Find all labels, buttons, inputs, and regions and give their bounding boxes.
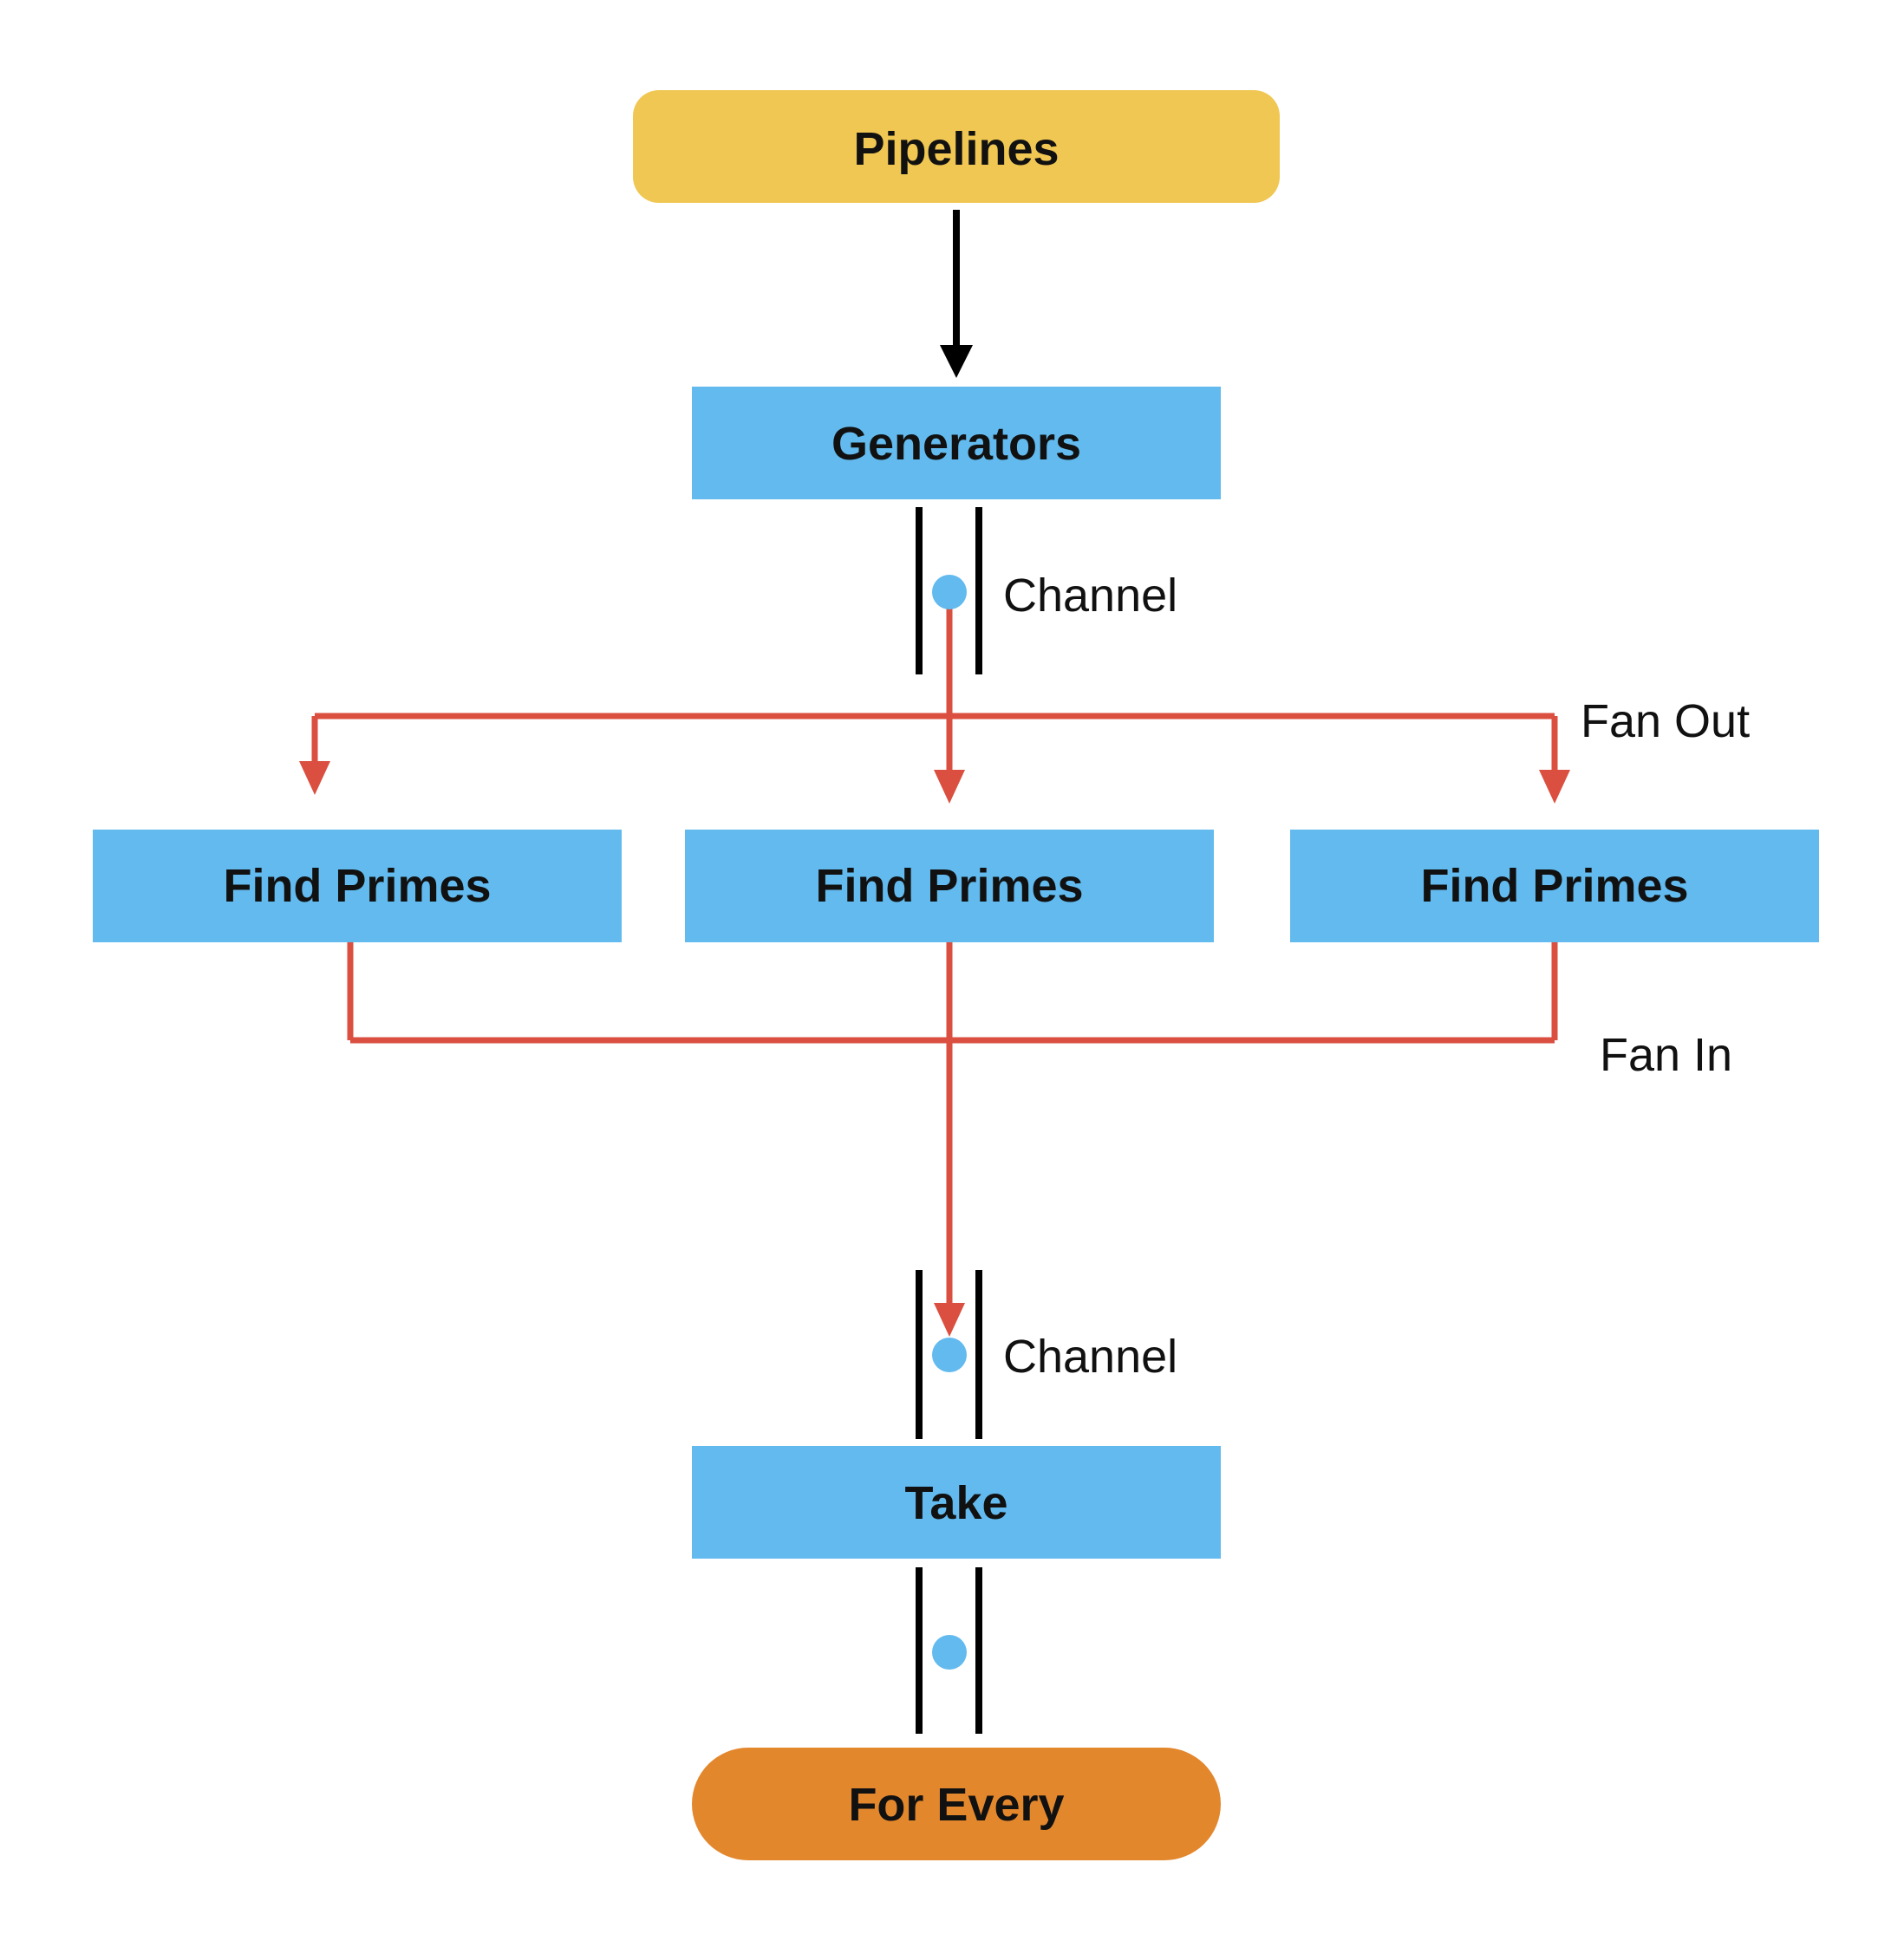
fan-out-right-arrowhead <box>1539 770 1570 804</box>
pipelines-node <box>633 90 1280 203</box>
channel-3-token <box>932 1635 967 1670</box>
channel-1-token <box>932 575 967 609</box>
fan-in-label: Fan In <box>1600 1029 1732 1081</box>
channel-1-label: Channel <box>1003 570 1177 622</box>
channel-2-token <box>932 1338 967 1372</box>
find-primes-node-1 <box>93 830 622 942</box>
fan-out-center-arrowhead <box>934 770 965 804</box>
for-every-node-label: For Every <box>848 1779 1064 1831</box>
find-primes-node-3-label: Find Primes <box>1420 860 1688 912</box>
take-node <box>692 1446 1221 1559</box>
for-every-node <box>692 1748 1221 1860</box>
channel-2-label: Channel <box>1003 1331 1177 1383</box>
find-primes-node-1-label: Find Primes <box>223 860 491 912</box>
fan-out-left-arrowhead <box>299 761 330 795</box>
take-node-label: Take <box>904 1477 1007 1529</box>
find-primes-node-2 <box>685 830 1214 942</box>
pipelines-to-generators-arrowhead <box>940 345 973 378</box>
generators-node-label: Generators <box>831 418 1081 470</box>
fan-out-connector <box>299 598 1570 804</box>
find-primes-node-2-label: Find Primes <box>815 860 1083 912</box>
find-primes-node-3 <box>1290 830 1819 942</box>
fan-in-arrowhead <box>934 1303 965 1337</box>
fan-out-label: Fan Out <box>1581 695 1750 747</box>
generators-node <box>692 387 1221 499</box>
pipelines-node-label: Pipelines <box>853 123 1059 175</box>
fan-in-connector <box>347 942 1558 1337</box>
